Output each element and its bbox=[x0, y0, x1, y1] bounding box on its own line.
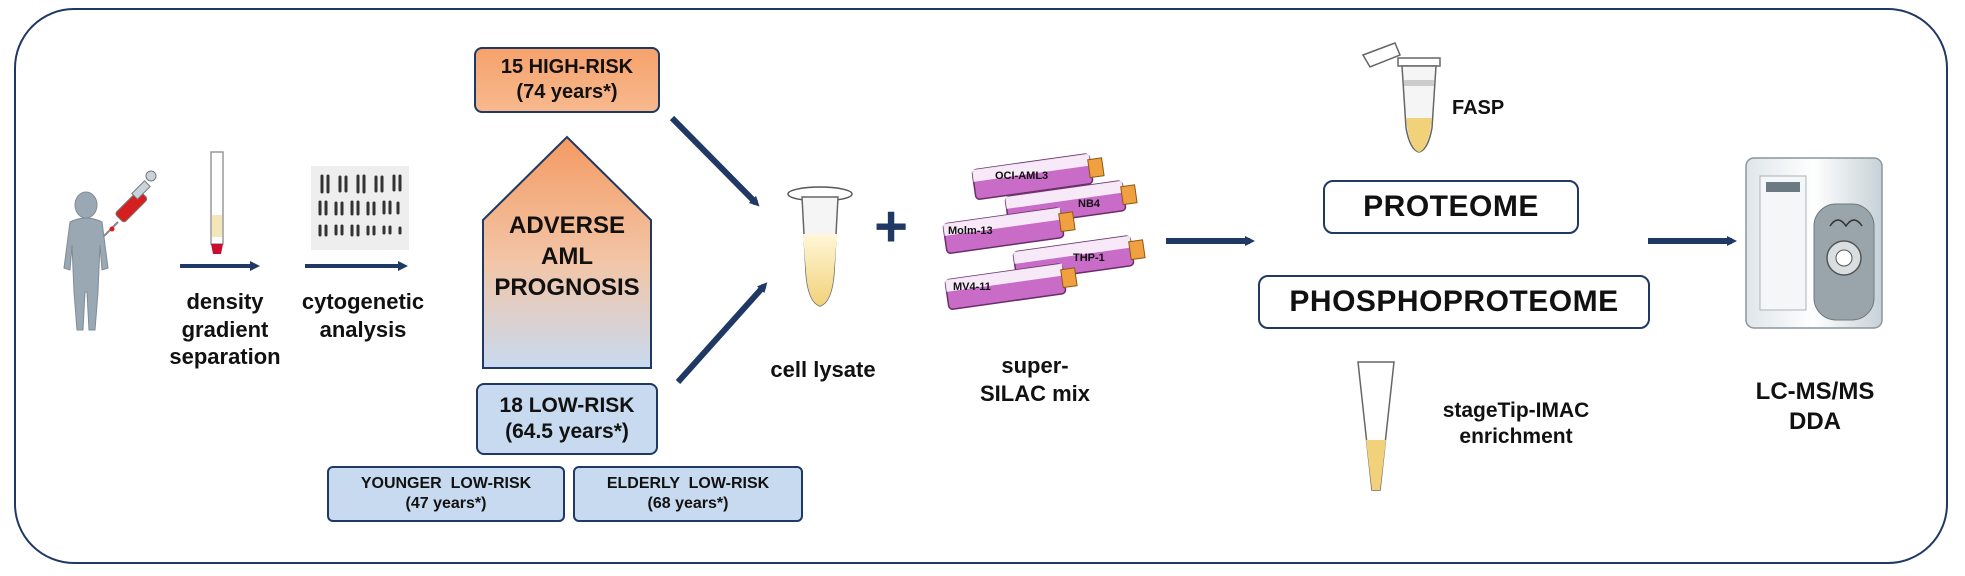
low-risk-age: (64.5 years*) bbox=[505, 420, 629, 443]
low-risk-box: 18 LOW-RISK (64.5 years*) bbox=[476, 383, 658, 455]
adverse-line-2: AML bbox=[541, 243, 593, 271]
arrow-low-risk bbox=[675, 282, 768, 385]
flask-molm13 bbox=[942, 207, 1076, 254]
adverse-line-3: PROGNOSIS bbox=[494, 274, 640, 302]
gradient-tube-icon bbox=[210, 151, 224, 254]
fasp-label: FASP bbox=[1452, 97, 1505, 119]
stagetip-icon bbox=[1357, 361, 1395, 491]
cell-line-ociaml3: OCI-AML3 bbox=[995, 170, 1049, 182]
mass-spectrometer-icon bbox=[1745, 157, 1883, 329]
high-risk-age: (74 years*) bbox=[516, 81, 618, 103]
cell-line-thp1: THP-1 bbox=[1073, 252, 1105, 264]
cytogenetic-line-2: analysis bbox=[319, 316, 407, 342]
flask-ocimaml3 bbox=[971, 153, 1105, 200]
adverse-line-1: ADVERSE bbox=[508, 212, 626, 239]
adverse-prognosis-shape bbox=[482, 135, 652, 369]
karyotype-icon bbox=[311, 166, 409, 250]
fasp-tube-icon bbox=[1361, 42, 1441, 153]
high-risk-title: 15 HIGH-RISK bbox=[500, 56, 634, 78]
super-silac-line-2: SILAC mix bbox=[979, 380, 1091, 406]
lysate-tube-icon bbox=[787, 186, 853, 307]
super-silac-line-1: super- bbox=[1001, 353, 1069, 378]
arrow-high-risk bbox=[669, 115, 760, 207]
diagram-frame bbox=[14, 8, 1948, 564]
density-gradient-label: density gradient separation bbox=[160, 288, 290, 371]
density-line-2: gradient bbox=[181, 316, 269, 342]
younger-title: YOUNGER LOW-RISK bbox=[360, 475, 532, 492]
density-line-3: separation bbox=[169, 344, 281, 369]
proteome-box: PROTEOME bbox=[1323, 180, 1579, 234]
younger-low-risk-box: YOUNGER LOW-RISK (47 years*) bbox=[327, 466, 565, 522]
phosphoproteome-box: PHOSPHOPROTEOME bbox=[1258, 275, 1650, 329]
stagetip-line-1: stageTip-IMAC bbox=[1442, 399, 1590, 422]
syringe-icon bbox=[103, 170, 157, 237]
cell-line-mv411: MV4-11 bbox=[953, 281, 991, 293]
density-line-1: density bbox=[186, 289, 264, 314]
plus-sign: + bbox=[874, 194, 908, 259]
lcms-label: LC-MS/MS DDA bbox=[1730, 377, 1900, 437]
elderly-age: (68 years*) bbox=[647, 495, 729, 512]
super-silac-label: super- SILAC mix bbox=[950, 352, 1120, 407]
younger-age: (47 years*) bbox=[405, 495, 487, 512]
cell-line-molm13: Molm-13 bbox=[948, 225, 993, 237]
cytogenetic-label: cytogenetic analysis bbox=[288, 288, 438, 343]
elderly-title: ELDERLY LOW-RISK bbox=[606, 475, 770, 492]
lcms-line-1: LC-MS/MS bbox=[1755, 378, 1875, 405]
stagetip-label: stageTip-IMAC enrichment bbox=[1416, 398, 1616, 451]
cell-lysate-label: cell lysate bbox=[770, 357, 876, 382]
cytogenetic-line-1: cytogenetic bbox=[301, 289, 425, 314]
cell-line-nb4: NB4 bbox=[1078, 198, 1101, 210]
elderly-low-risk-box: ELDERLY LOW-RISK (68 years*) bbox=[573, 466, 803, 522]
flask-mv411 bbox=[944, 263, 1078, 310]
stagetip-line-2: enrichment bbox=[1459, 425, 1573, 449]
lcms-line-2: DDA bbox=[1789, 408, 1841, 435]
adverse-prognosis-label: ADVERSE AML PROGNOSIS bbox=[478, 210, 656, 304]
low-risk-title: 18 LOW-RISK bbox=[499, 393, 635, 417]
patient-icon bbox=[63, 191, 109, 331]
high-risk-box: 15 HIGH-RISK (74 years*) bbox=[474, 47, 660, 113]
